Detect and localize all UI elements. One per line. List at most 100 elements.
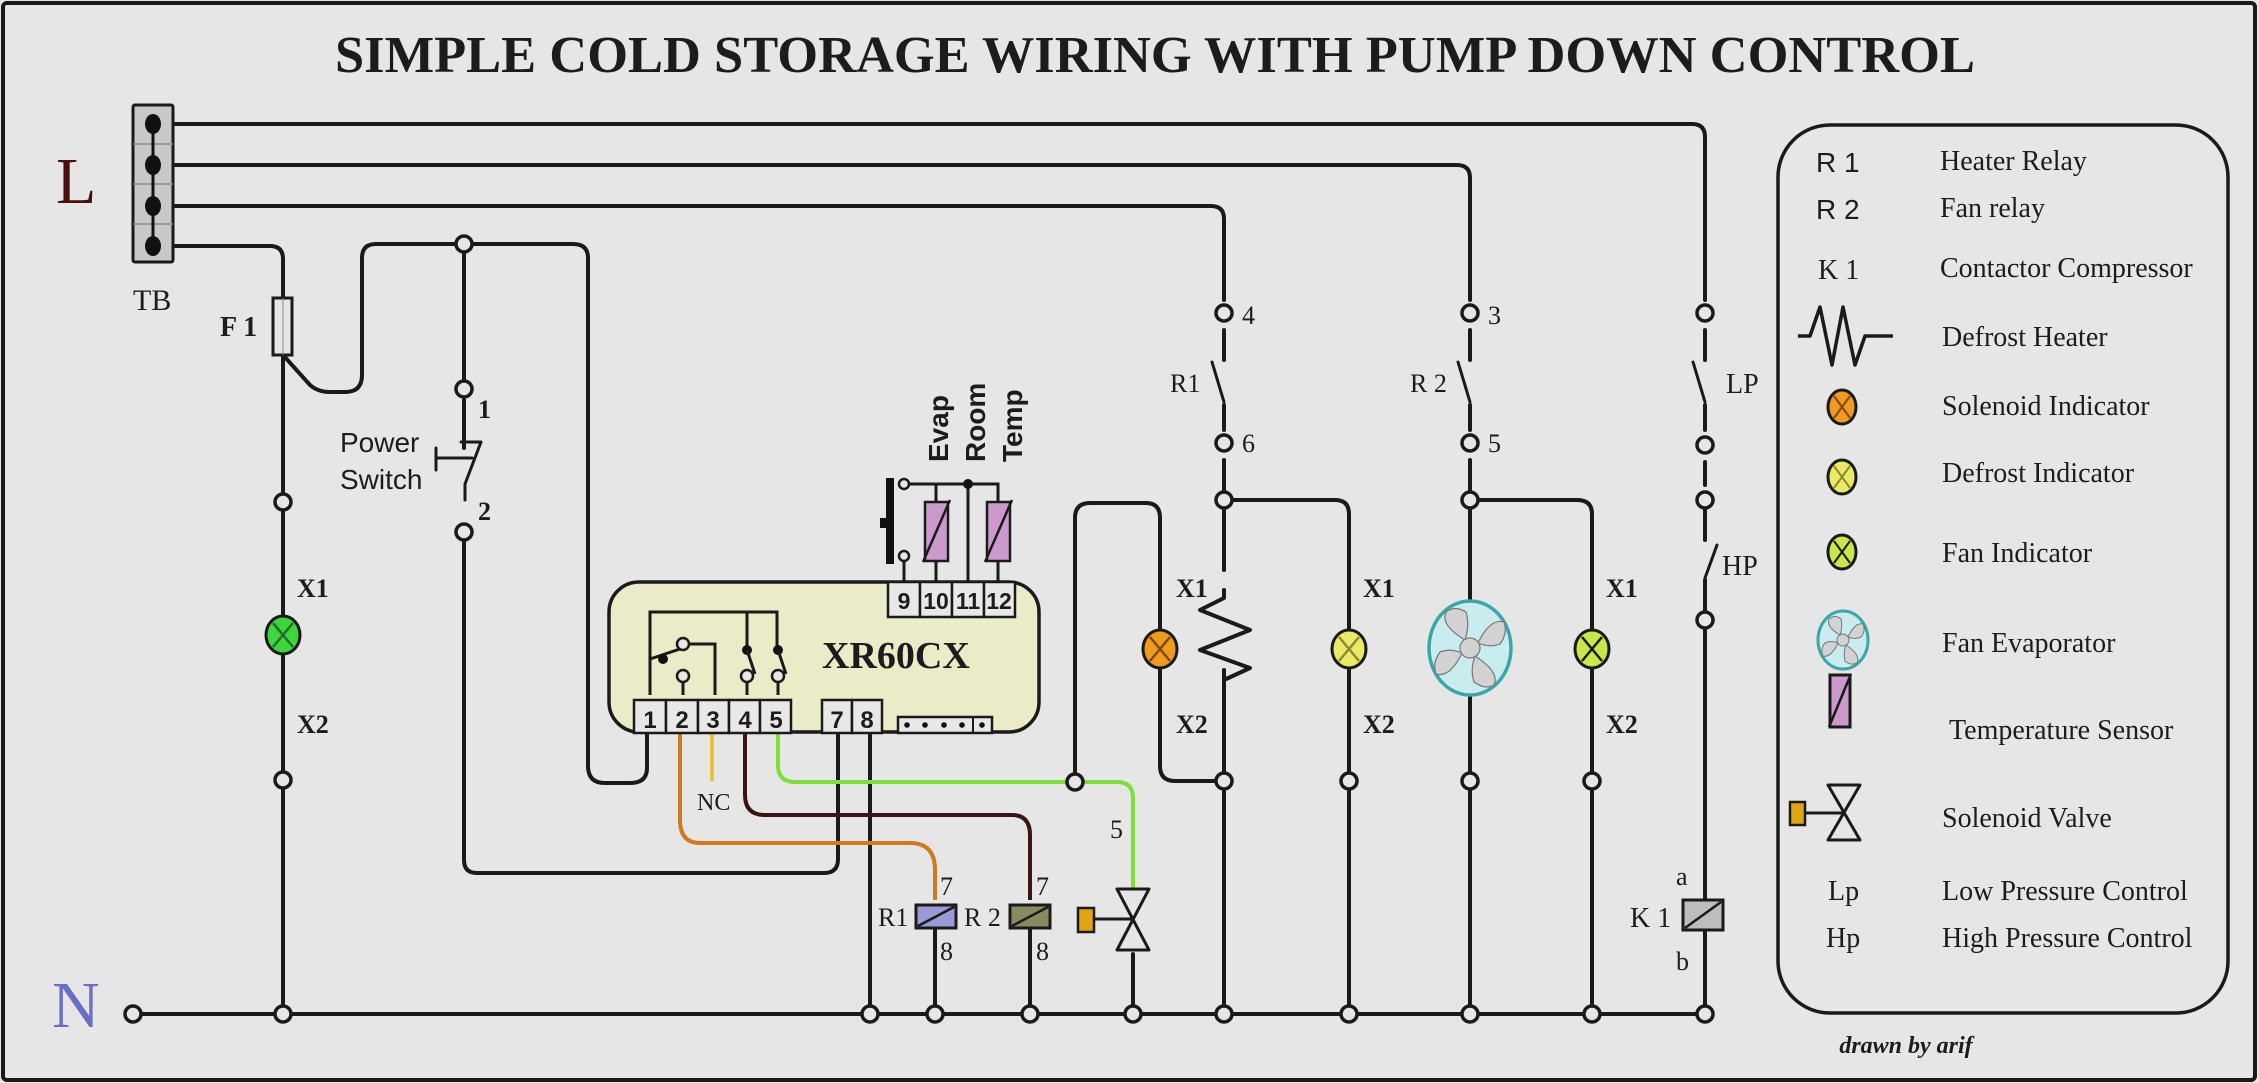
legend-symbol-lp: Lp bbox=[1828, 876, 1859, 907]
r1-coil-pin-top: 7 bbox=[940, 872, 953, 901]
sensor-icon bbox=[1827, 673, 1853, 729]
power-lamp-x1: X1 bbox=[297, 574, 329, 603]
terminal-2 bbox=[145, 155, 161, 175]
fan-lamp-x1: X1 bbox=[1606, 574, 1638, 603]
legend-symbol-r2: R 2 bbox=[1816, 194, 1860, 225]
power-switch-label-1: Power bbox=[340, 427, 419, 458]
legend-text: Solenoid Indicator bbox=[1942, 391, 2150, 422]
defrost-lamp-x1: X1 bbox=[1363, 574, 1395, 603]
legend-symbol-r1: R 1 bbox=[1816, 147, 1860, 178]
defrost-lamp-x2: X2 bbox=[1363, 710, 1395, 739]
fuse-label: F 1 bbox=[220, 312, 257, 343]
power-lamp-x2: X2 bbox=[297, 710, 329, 739]
defrost-heater bbox=[1198, 588, 1252, 697]
nc-label: NC bbox=[697, 790, 730, 816]
power-switch-pin-2: 2 bbox=[478, 497, 491, 526]
wire-orange bbox=[678, 733, 937, 900]
wire-line-2 bbox=[151, 163, 1472, 302]
wire-line-1 bbox=[151, 122, 1707, 302]
probes: Evap Room Temp bbox=[880, 383, 1028, 582]
r2-coil-pin-top: 7 bbox=[1036, 872, 1049, 901]
lp-switch-icon bbox=[1691, 360, 1707, 404]
legend-text: Temperature Sensor bbox=[1949, 715, 2174, 746]
terminal-block bbox=[131, 103, 175, 264]
diagram-title: SIMPLE COLD STORAGE WIRING WITH PUMP DOW… bbox=[335, 27, 1975, 84]
terminal-4 bbox=[145, 236, 161, 256]
solenoid-lamp-x2: X2 bbox=[1176, 710, 1208, 739]
line-label: L bbox=[56, 145, 96, 218]
hp-switch-icon bbox=[1703, 543, 1719, 580]
power-indicator-lamp bbox=[264, 614, 302, 656]
r1-contact-icon bbox=[1210, 360, 1226, 404]
room-sensor-icon bbox=[983, 499, 1014, 582]
terminal-label: 8 bbox=[860, 707, 873, 734]
terminal-label: 11 bbox=[956, 588, 981, 614]
valve-icon bbox=[1788, 783, 1862, 842]
legend-text: High Pressure Control bbox=[1942, 923, 2193, 954]
wires bbox=[131, 122, 1707, 1016]
legend-text: Fan relay bbox=[1940, 193, 2045, 224]
terminal-nodes bbox=[123, 303, 1715, 1024]
terminal-label: 1 bbox=[643, 707, 656, 734]
wire-line-3 bbox=[151, 204, 1226, 302]
control-wires bbox=[678, 733, 1135, 900]
fan-lamp-x2: X2 bbox=[1606, 710, 1638, 739]
probe-label-temp: Temp bbox=[997, 389, 1028, 462]
terminal-label: 4 bbox=[738, 707, 752, 734]
controller-xr60cx: 1 2 3 4 5 7 8 9 10 11 bbox=[607, 580, 1041, 735]
legend-text: Defrost Indicator bbox=[1942, 458, 2135, 489]
legend-text: Fan Indicator bbox=[1942, 538, 2093, 569]
legend-text: Fan Evaporator bbox=[1942, 628, 2116, 659]
legend-text: Solenoid Valve bbox=[1942, 803, 2112, 834]
solenoid-lamp-x1: X1 bbox=[1176, 574, 1208, 603]
fan-indicator-lamp bbox=[1573, 628, 1611, 670]
terminal-label: 7 bbox=[830, 707, 843, 734]
wire-brown bbox=[743, 733, 1032, 900]
r2-coil-pin-bottom: 8 bbox=[1036, 937, 1049, 966]
terminal-label: 2 bbox=[675, 707, 688, 734]
neutral-label: N bbox=[52, 969, 100, 1042]
r2-contact-pin-bottom: 5 bbox=[1488, 429, 1501, 458]
legend-text: Low Pressure Control bbox=[1942, 876, 2188, 907]
r1-contact-label: R1 bbox=[1170, 369, 1200, 398]
r2-coil-label: R 2 bbox=[964, 903, 1001, 932]
controller-top-terminals: 9 10 11 12 bbox=[886, 580, 1017, 619]
wire-green bbox=[776, 733, 1135, 890]
controller-bottom-terminals: 1 2 3 4 5 7 8 bbox=[632, 698, 884, 735]
r2-coil-icon bbox=[1008, 903, 1052, 930]
r2-contact-icon bbox=[1456, 360, 1472, 404]
k1-label: K 1 bbox=[1630, 903, 1671, 934]
evaporator-fan-icon bbox=[1427, 599, 1513, 697]
k1-contactor-coil-icon bbox=[1681, 898, 1725, 932]
probe-label-room: Room bbox=[960, 383, 991, 462]
fan-indicator-icon bbox=[1826, 533, 1858, 571]
legend-text: Defrost Heater bbox=[1942, 322, 2108, 353]
terminal-label: 12 bbox=[986, 588, 1012, 614]
solenoid-indicator-lamp bbox=[1141, 628, 1179, 670]
k1-pin-b: b bbox=[1676, 947, 1689, 976]
evap-sensor-icon bbox=[921, 499, 952, 582]
credit: drawn by arif bbox=[1839, 1033, 1974, 1059]
terminal-label: 10 bbox=[923, 588, 949, 614]
defrost-indicator-lamp bbox=[1330, 628, 1368, 670]
lp-label: LP bbox=[1726, 369, 1759, 400]
terminal-1 bbox=[145, 114, 161, 134]
valve-wire-label: 5 bbox=[1110, 815, 1123, 844]
terminal-label: 3 bbox=[706, 707, 719, 734]
legend-symbol-hp: Hp bbox=[1826, 923, 1860, 954]
r2-contact-pin-top: 3 bbox=[1488, 301, 1501, 330]
r2-contact-label: R 2 bbox=[1410, 369, 1447, 398]
k1-pin-a: a bbox=[1676, 862, 1688, 891]
terminal-block-label: TB bbox=[133, 284, 171, 317]
terminal-3 bbox=[145, 196, 161, 216]
defrost-indicator-icon bbox=[1826, 458, 1858, 496]
legend-text: Contactor Compressor bbox=[1940, 253, 2193, 284]
controller-model: XR60CX bbox=[822, 635, 970, 677]
legend-text: Heater Relay bbox=[1940, 146, 2087, 177]
power-switch-icon bbox=[434, 234, 483, 542]
solenoid-indicator-icon bbox=[1826, 388, 1858, 426]
hp-label: HP bbox=[1722, 551, 1758, 582]
power-switch-label-2: Switch bbox=[340, 464, 422, 495]
r1-coil-label: R1 bbox=[878, 903, 908, 932]
